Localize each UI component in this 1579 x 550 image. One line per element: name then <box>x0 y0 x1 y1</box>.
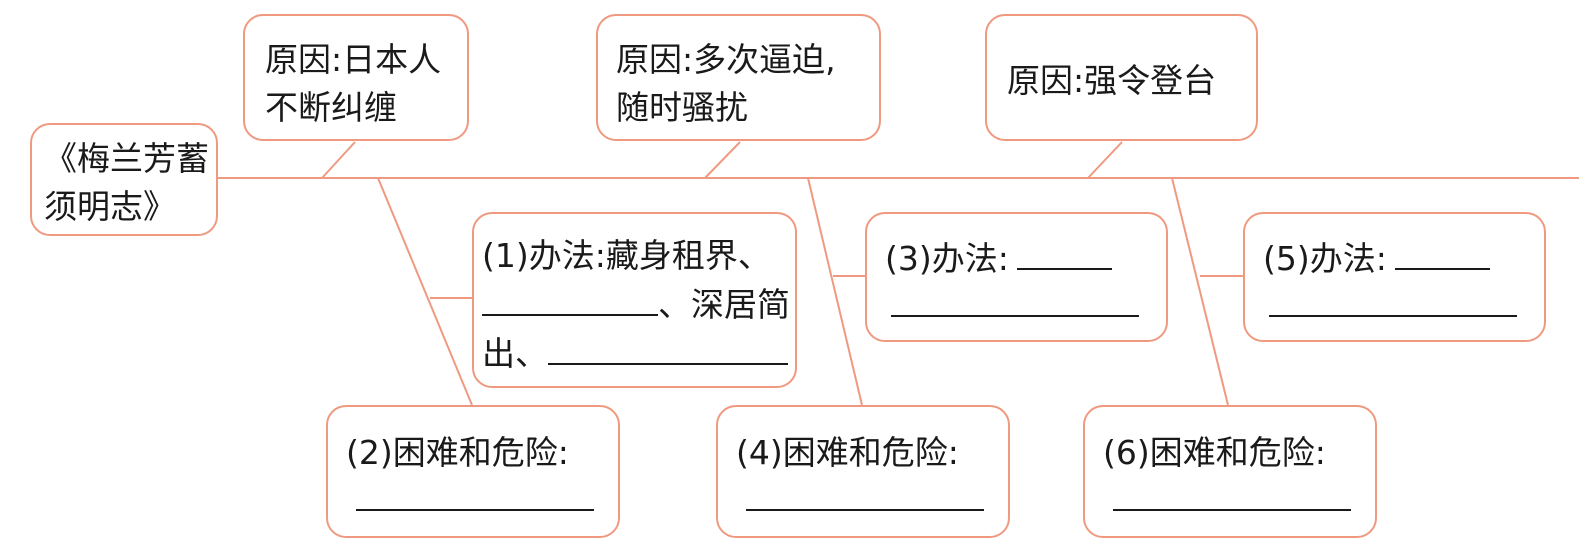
difficulty-box-2: (2)困难和危险: <box>326 405 620 538</box>
difficulty-2-label: (2)困难和危险: <box>346 433 569 472</box>
answer-blank[interactable] <box>356 477 594 511</box>
topic-line-1: 《梅兰芳蓄 <box>44 139 209 178</box>
sub-bone-2 <box>807 177 863 406</box>
answer-blank[interactable] <box>1016 234 1112 270</box>
difficulty-4-label: (4)困难和危险: <box>736 433 959 472</box>
topic-line-2: 须明志》 <box>44 187 176 226</box>
method-box-5: (5)办法: <box>1243 212 1546 342</box>
answer-blank[interactable] <box>1113 477 1351 511</box>
cause-bone-3 <box>1087 141 1123 179</box>
cause-2-line-1: 原因:多次逼迫, <box>616 40 836 79</box>
answer-blank[interactable] <box>482 280 658 316</box>
method-5-label: (5)办法: <box>1263 239 1387 278</box>
topic-box: 《梅兰芳蓄 须明志》 <box>30 123 218 236</box>
method-1-line-3-text: 出、 <box>482 334 548 373</box>
cause-box-2: 原因:多次逼迫, 随时骚扰 <box>596 14 881 141</box>
method-box-1: (1)办法:藏身租界、 、深居简 出、 <box>472 212 797 388</box>
difficulty-box-4: (4)困难和危险: <box>716 405 1010 538</box>
difficulty-box-6: (6)困难和危险: <box>1083 405 1377 538</box>
method-3-label: (3)办法: <box>885 239 1009 278</box>
cause-3-line-1: 原因:强令登台 <box>1007 61 1217 100</box>
method-3-line-1: (3)办法: <box>885 234 1166 283</box>
cause-2-line-2: 随时骚扰 <box>616 88 748 127</box>
method-1-line-1: (1)办法:藏身租界、 <box>482 236 771 275</box>
sub-bone-3 <box>1171 177 1229 406</box>
method-1-line-3: 出、 <box>482 329 795 378</box>
cause-1-line-1: 原因:日本人 <box>265 40 442 79</box>
sub-bone-1 <box>377 177 473 406</box>
answer-blank[interactable] <box>746 477 984 511</box>
cause-bone-1 <box>321 141 356 179</box>
cause-1-line-2: 不断纠缠 <box>265 88 397 127</box>
cause-box-1: 原因:日本人 不断纠缠 <box>243 14 469 141</box>
method-5-line-1: (5)办法: <box>1263 234 1544 283</box>
method-1-line-2: 、深居简 <box>482 280 795 329</box>
method-box-3: (3)办法: <box>865 212 1168 342</box>
cause-bone-2 <box>704 141 741 179</box>
method-1-line-2-text: 、深居简 <box>658 285 790 324</box>
answer-blank[interactable] <box>891 283 1139 317</box>
answer-blank[interactable] <box>1269 283 1517 317</box>
cause-box-3: 原因:强令登台 <box>985 14 1258 141</box>
answer-blank[interactable] <box>1394 234 1490 270</box>
answer-blank[interactable] <box>548 329 788 365</box>
difficulty-6-label: (6)困难和危险: <box>1103 433 1326 472</box>
